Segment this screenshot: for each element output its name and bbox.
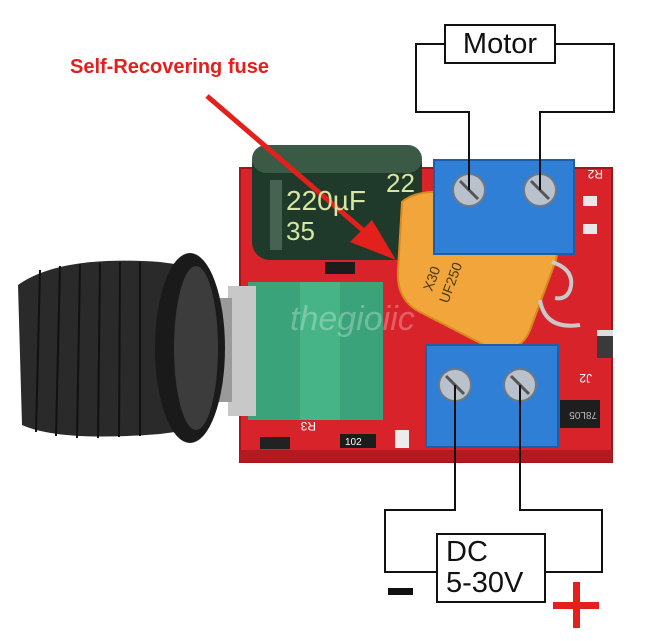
motor-box: Motor — [444, 24, 556, 64]
voltage-range-label: 5-30V — [446, 567, 524, 599]
negative-terminal-sign — [388, 588, 413, 595]
capacitor-voltage-text: 35 — [286, 216, 315, 246]
positive-terminal-sign — [553, 582, 599, 628]
smd-pad — [597, 330, 613, 358]
motor-wire-right — [539, 43, 615, 190]
r2-label: R2 — [587, 167, 603, 181]
regulator-chip — [560, 400, 600, 428]
motor-wire-left — [415, 43, 470, 190]
terminal-block-top — [433, 159, 575, 255]
fuse-callout-label: Self-Recovering fuse — [70, 56, 269, 78]
smd-resistor — [340, 434, 376, 448]
dc-supply-box: DC 5-30V — [436, 533, 546, 603]
dc-wire-negative — [384, 385, 456, 573]
pcb-edge-shadow — [240, 450, 612, 462]
knob — [18, 253, 225, 443]
motor-label: Motor — [462, 28, 538, 60]
resistor-code-text: 102 — [345, 437, 362, 448]
smd-pad — [260, 437, 290, 449]
smd-pad — [597, 330, 613, 336]
capacitor-value-text: 220µF — [286, 185, 366, 216]
watermark-text: thegioiic — [290, 300, 415, 338]
dc-label: DC — [446, 536, 488, 568]
capacitor-partial-text: 22 — [386, 168, 415, 198]
r3-label: R3 — [300, 419, 316, 433]
callout-arrow — [205, 94, 396, 260]
smd-pad — [325, 262, 355, 274]
wires — [384, 43, 615, 573]
smd-pad — [583, 224, 597, 234]
terminal-block-bottom — [425, 344, 559, 448]
smd-pad — [583, 196, 597, 206]
dc-wire-positive — [519, 385, 603, 573]
j2-label: J2 — [579, 371, 592, 385]
regulator-text: 78L05 — [569, 409, 597, 420]
smd-pad — [395, 430, 409, 448]
